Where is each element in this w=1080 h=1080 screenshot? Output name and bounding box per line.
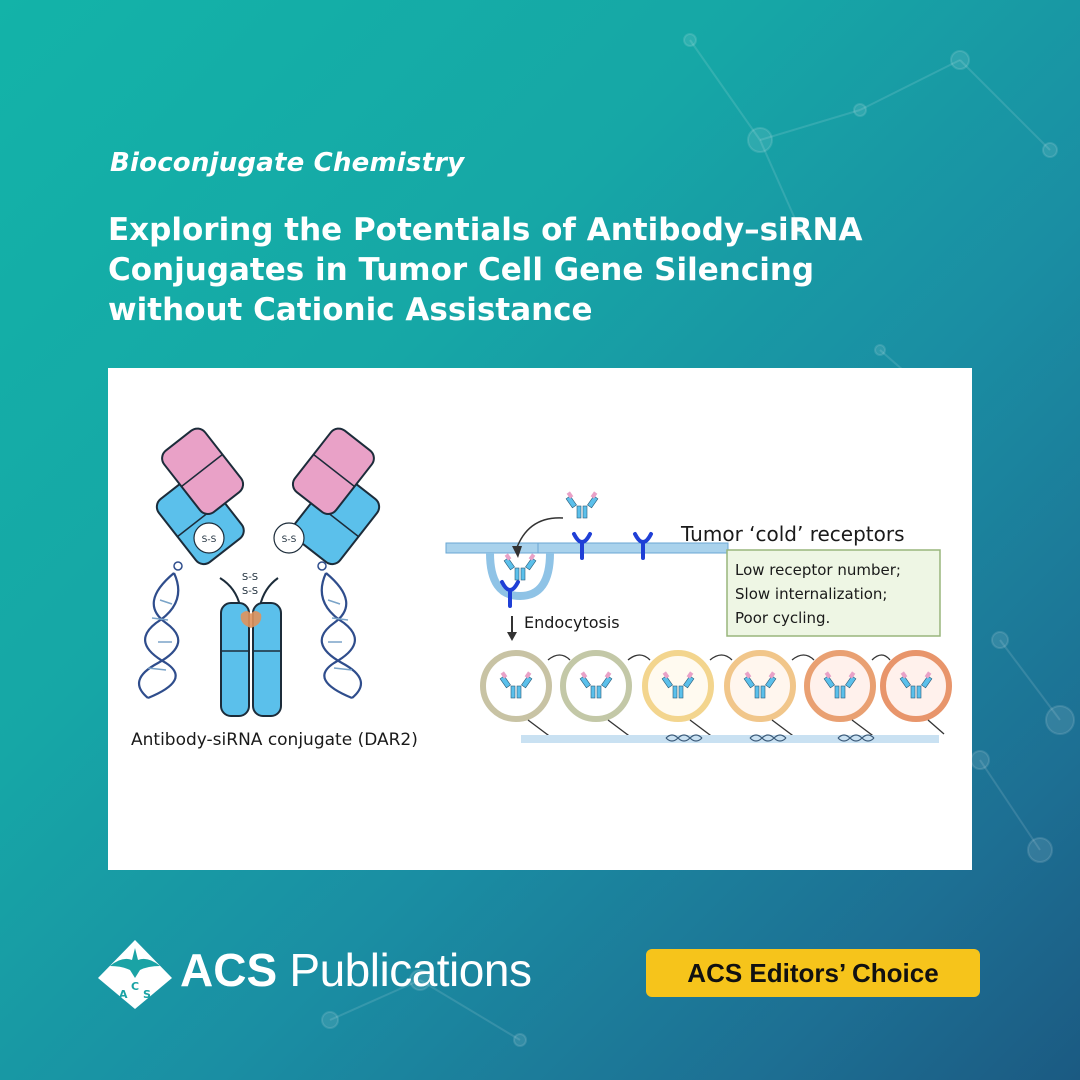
title-line-1: Exploring the Potentials of Antibody–siR… xyxy=(108,212,863,248)
editors-choice-badge: ACS Editors’ Choice xyxy=(646,949,980,997)
graphical-abstract-figure: S-S S-S S-S S-S xyxy=(131,427,952,750)
graphical-abstract-panel: S-S S-S S-S S-S xyxy=(108,368,972,870)
acs-eagle-logo-icon: A C S xyxy=(98,940,172,1009)
endosome-1 xyxy=(480,650,552,722)
antibody-siRNA-conjugate-illustration: S-S S-S S-S S-S xyxy=(137,427,381,717)
endosome-4 xyxy=(724,650,796,722)
brand-rest: Publications xyxy=(277,944,532,996)
endosome-sequence xyxy=(480,650,952,739)
logo-letter-s: S xyxy=(143,988,151,1001)
journal-name: Bioconjugate Chemistry xyxy=(110,148,465,178)
article-title: Exploring the Potentials of Antibody–siR… xyxy=(108,210,988,330)
title-line-2: Conjugates in Tumor Cell Gene Silencing xyxy=(108,252,815,288)
svg-text:S-S: S-S xyxy=(202,535,217,545)
siRNA-helix-right xyxy=(317,561,363,700)
acs-publications-brand: ACS Publications xyxy=(180,942,532,998)
endosome-6 xyxy=(880,650,952,722)
logo-letter-a: A xyxy=(119,988,128,1001)
endosome-3 xyxy=(642,650,714,722)
siRNA-helix-left xyxy=(137,561,183,700)
info-line-3: Poor cycling. xyxy=(735,609,830,627)
info-line-1: Low receptor number; xyxy=(735,561,901,579)
svg-text:S-S: S-S xyxy=(282,535,297,545)
info-line-2: Slow internalization; xyxy=(735,585,887,603)
free-antibody-icon xyxy=(565,490,599,519)
endosome-2 xyxy=(560,650,632,722)
title-line-3: without Cationic Assistance xyxy=(108,292,593,328)
endocytosis-label: Endocytosis xyxy=(524,613,620,632)
logo-letter-c: C xyxy=(131,980,139,993)
conjugate-caption: Antibody-siRNA conjugate (DAR2) xyxy=(131,730,418,750)
cytosol-band xyxy=(521,735,939,743)
internalizing-antibody-icon xyxy=(503,552,537,581)
cell-membrane xyxy=(445,542,729,601)
receptor-info-box xyxy=(726,549,941,637)
endosome-5 xyxy=(804,650,876,722)
hinge-ss-label-top: S-S xyxy=(242,572,258,583)
hinge-ss-label-bottom: S-S xyxy=(242,586,258,597)
receptors-label: Tumor ‘cold’ receptors xyxy=(680,522,905,546)
brand-bold: ACS xyxy=(180,944,278,996)
